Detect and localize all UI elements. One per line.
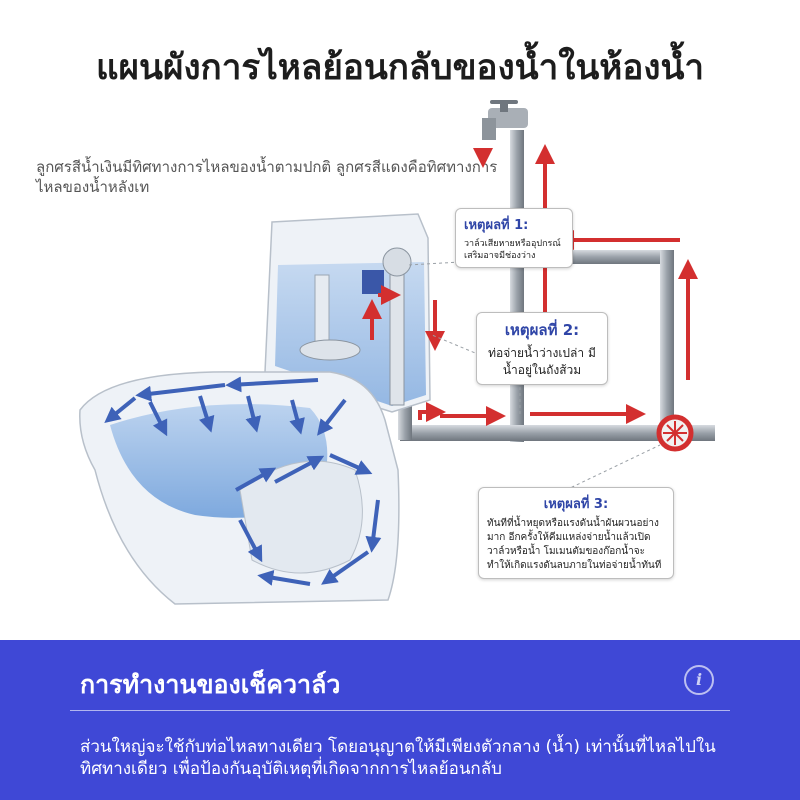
page-title: แผนผังการไหลย้อนกลับของน้ำในห้องน้ำ (95, 48, 705, 88)
callout-heading: เหตุผลที่ 2: (504, 321, 580, 339)
callout-reason-2: เหตุผลที่ 2: ท่อจ่ายน้ำว่างเปล่า มีน้ำอย… (476, 312, 608, 385)
blue-flow-arrow (198, 395, 215, 433)
panel-title: การทำงานของเช็ควาล์ว (80, 670, 341, 699)
leader-line (565, 444, 661, 491)
blue-flow-arrow (104, 396, 137, 424)
blue-flow-arrow (289, 399, 305, 435)
water-pipe (398, 100, 715, 442)
panel-divider (70, 710, 730, 711)
callout-heading: เหตุผลที่ 1: (464, 218, 529, 233)
callout-reason-1: เหตุผลที่ 1: วาล์วเสียหายหรืออุปกรณ์เสริ… (455, 208, 573, 268)
info-icon[interactable]: i (684, 665, 714, 695)
blue-flow-arrow (238, 519, 263, 563)
intro-text: ลูกศรสีน้ำเงินมีทิศทางการไหลของน้ำตามปกต… (36, 158, 498, 196)
blue-flow-arrow (365, 499, 382, 553)
callout-reason-3: เหตุผลที่ 3: ทันทีที่น้ำหยุดหรือแรงดันน้… (478, 487, 674, 579)
blue-flow-arrow (245, 395, 262, 433)
callout-text: ทันทีที่น้ำหยุดหรือแรงดันน้ำผันผวนอย่างม… (487, 518, 662, 571)
blue-flow-arrow (257, 569, 311, 586)
blue-flow-arrow (317, 398, 347, 436)
red-backflow-arrow (418, 402, 446, 422)
blue-flow-arrow (235, 467, 277, 492)
toilet-tank (264, 213, 431, 413)
blue-flow-arrow (329, 453, 373, 475)
blue-flow-arrow (225, 376, 319, 393)
callout-text: ท่อจ่ายน้ำว่างเปล่า มีน้ำอยู่ในถังส้วม (488, 346, 596, 377)
blue-flow-arrow (148, 401, 168, 437)
callout-heading: เหตุผลที่ 3: (543, 497, 609, 512)
check-valve-info-panel: การทำงานของเช็ควาล์ว i ส่วนใหญ่จะใช้กับท… (0, 640, 800, 800)
blue-flow-arrow (274, 455, 325, 484)
blue-flow-arrow (135, 383, 226, 402)
callout-text: วาล์วเสียหายหรืออุปกรณ์เสริมอาจมีช่องว่า… (464, 239, 561, 261)
leader-line (407, 261, 461, 266)
leader-line (431, 334, 481, 356)
blue-flow-arrow (321, 550, 370, 585)
toilet-plumbing-illustration (79, 100, 715, 605)
check-valve-icon (656, 414, 694, 452)
panel-body-text: ส่วนใหญ่จะใช้กับท่อไหลทางเดียว โดยอนุญาต… (80, 737, 716, 779)
